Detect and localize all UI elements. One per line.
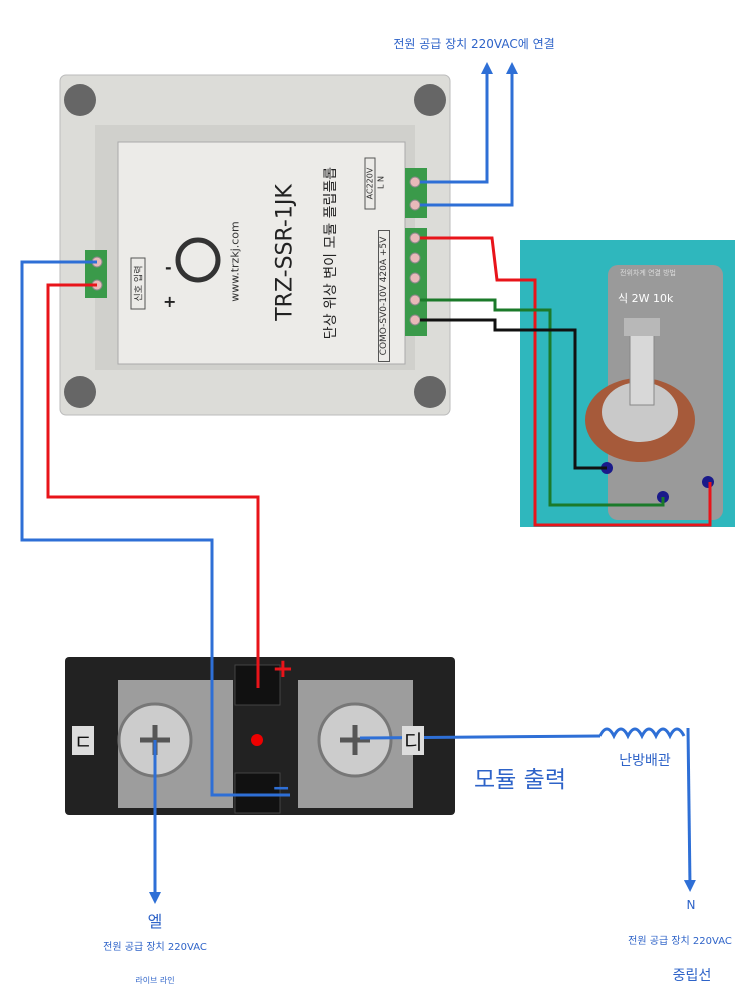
module-description: 단상 위상 변이 모듈 플립플롭 [323, 166, 339, 340]
module-website: www.trzkj.com [228, 221, 242, 302]
module-power-terminals: L N [376, 176, 386, 189]
ssr-plus: + [272, 654, 294, 684]
pot-caption: 전위차계 연결 방법 [620, 269, 676, 277]
neutral-line-label: 중립선 [672, 968, 712, 984]
wire-pot-green [420, 298, 665, 507]
neutral-supply-label: 전원 공급 장치 220VAC [628, 936, 732, 947]
heater-label: 난방배관 [619, 753, 671, 769]
module-power-label: AC220V [364, 157, 376, 210]
live-symbol: 엘 [147, 912, 163, 931]
wire-supply-2 [420, 62, 518, 207]
ssr-left-mark: ㄷ [72, 726, 95, 755]
status-led-icon [251, 734, 263, 746]
live-supply-label: 전원 공급 장치 220VAC [103, 942, 207, 953]
module-minus: - [165, 258, 172, 277]
module-model: TRZ-SSR-1JK [272, 184, 298, 321]
ssr-minus: − [272, 776, 291, 801]
wire-control-plus [46, 283, 260, 688]
module-input-terminals: COMO-SV0-10V 420A +5V [378, 230, 390, 362]
neutral-symbol: N [686, 898, 696, 912]
pot-spec: 식 2W 10k [618, 292, 674, 305]
solid-state-relay [65, 657, 455, 815]
heater-coil [598, 727, 686, 740]
wire-output [359, 734, 601, 740]
wire-pot-red [420, 236, 712, 527]
wire-control-minus [20, 260, 290, 797]
wire-neutral [683, 727, 696, 892]
ssr-right-mark: 디 [402, 726, 425, 755]
phase-shift-module [59, 74, 451, 416]
logo-icon [175, 237, 221, 283]
live-line-label: 라이브 라인 [135, 976, 175, 985]
module-control-input: 신호 입력 [130, 257, 146, 310]
wire-pot-black [420, 318, 607, 470]
module-output-label: 모듈 출력 [474, 767, 566, 793]
wire-supply-1 [420, 62, 493, 184]
top-supply-label: 전원 공급 장치 220VAC에 연결 [393, 37, 555, 51]
power-terminal-block [405, 168, 427, 218]
potentiometer-photo [520, 240, 735, 527]
module-plus: + [163, 292, 177, 311]
